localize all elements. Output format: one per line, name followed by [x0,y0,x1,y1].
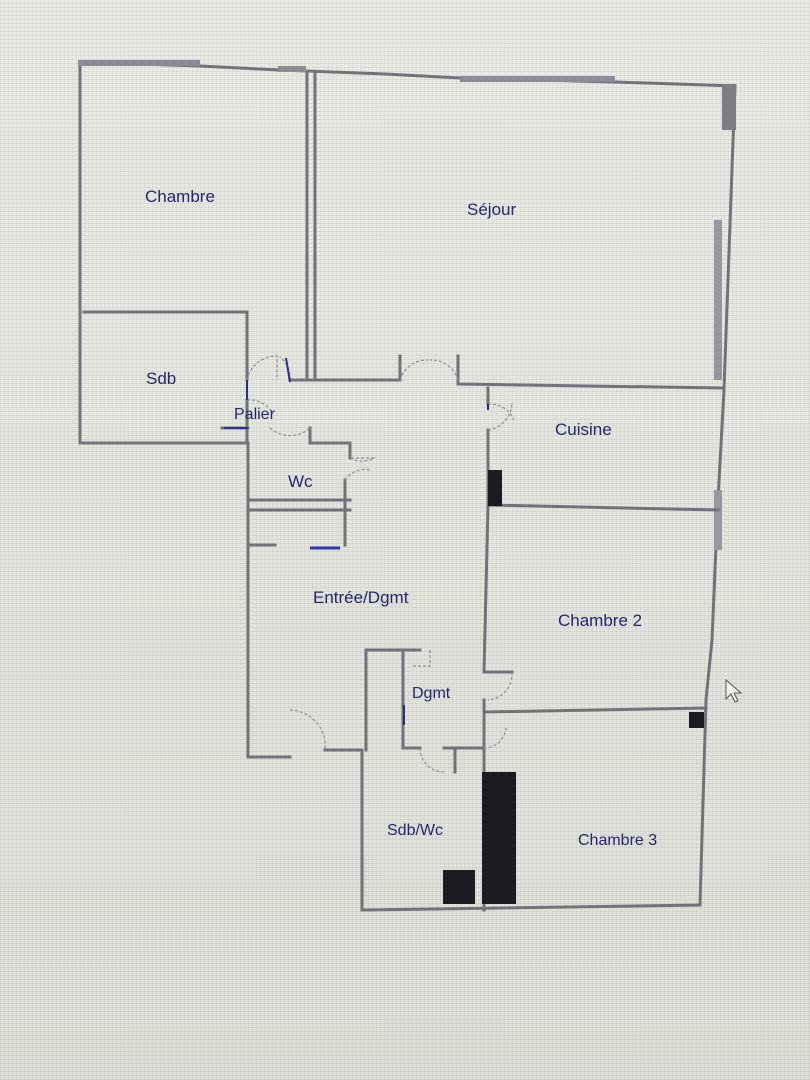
room-labels: Chambre Séjour Sdb Palier Cuisine Wc Ent… [145,187,657,849]
mouse-cursor-icon [725,678,743,703]
room-label-sdb: Sdb [146,369,176,388]
room-label-sejour: Séjour [467,200,516,219]
room-label-wc: Wc [288,472,313,491]
shower-block [443,870,475,904]
window-segments [78,60,736,550]
room-label-palier: Palier [234,406,276,423]
fixture-chambre3 [689,712,704,728]
closet-block [482,772,516,904]
room-label-cuisine: Cuisine [555,420,612,439]
room-label-dgmt: Dgmt [412,685,451,702]
door-jambs [224,357,489,725]
room-label-chambre: Chambre [145,187,215,206]
door-swings [246,355,515,773]
room-label-chambre2: Chambre 2 [558,611,642,630]
fixture-cuisine [488,470,502,506]
fixtures [443,470,704,904]
room-label-chambre3: Chambre 3 [578,832,657,849]
room-label-sdbwc: Sdb/Wc [387,822,443,839]
room-label-entree: Entrée/Dgmt [313,588,409,607]
